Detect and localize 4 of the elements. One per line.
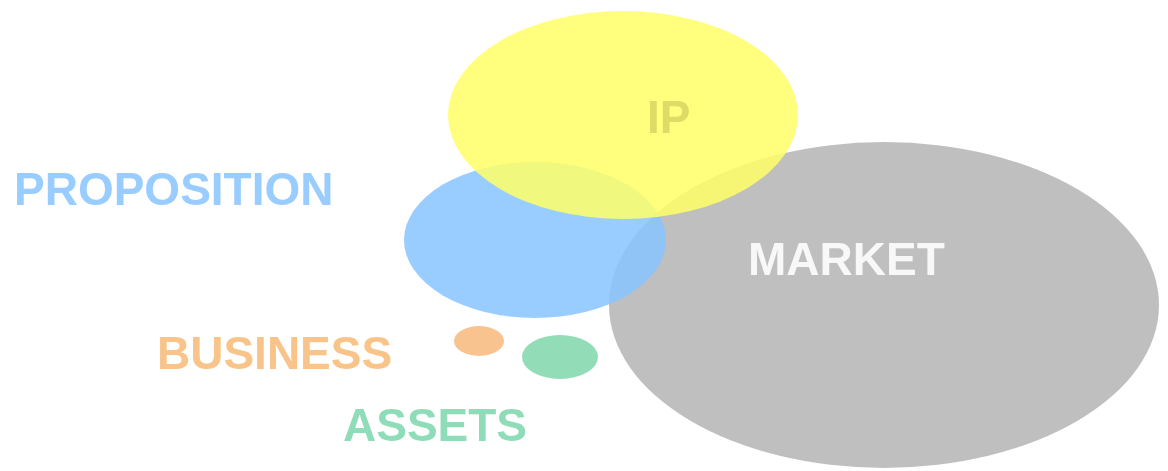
ellipse-label: PROPOSITION <box>14 166 334 212</box>
ellipse-label: BUSINESS <box>157 330 393 376</box>
ellipse-label: MARKET <box>748 236 945 282</box>
ellipse-label: ASSETS <box>343 402 528 448</box>
